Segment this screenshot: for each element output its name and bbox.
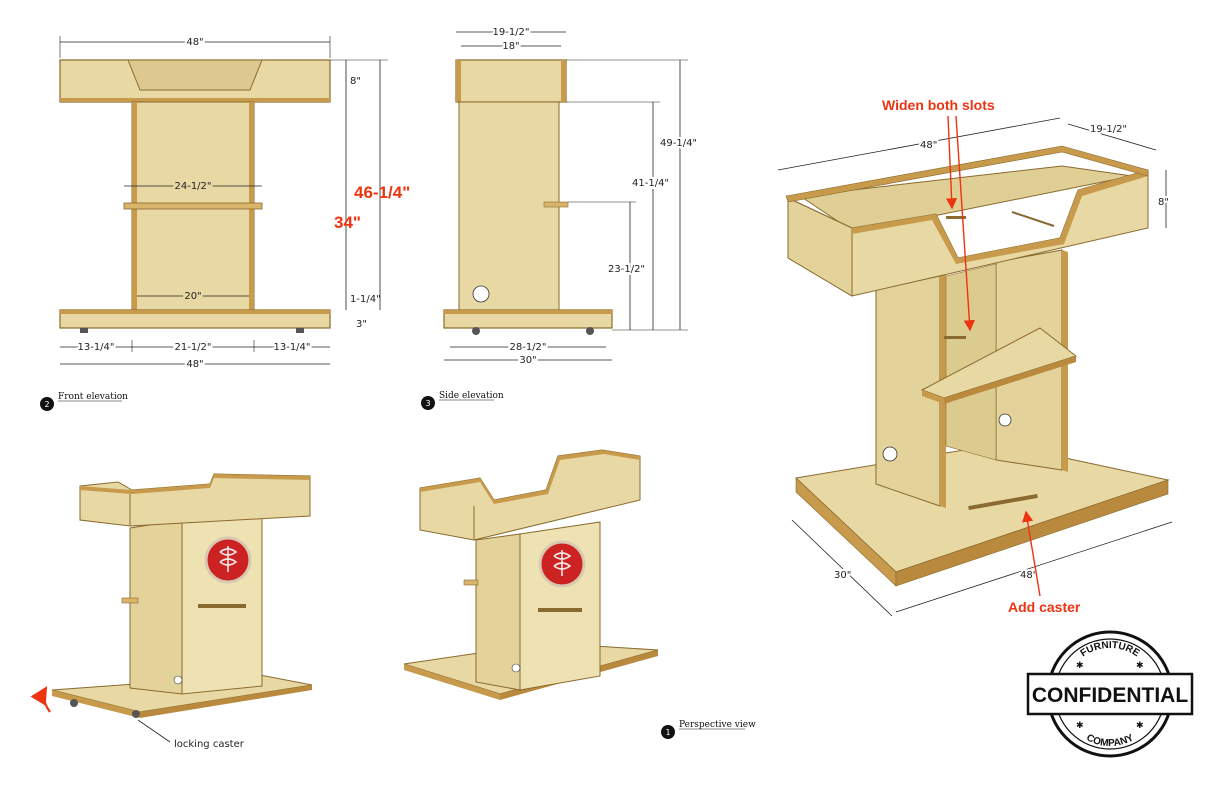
- side-dim-total-height: 49-1/4": [660, 138, 697, 149]
- perspective-left: locking caster: [30, 473, 313, 750]
- stamp-star-icon: ✱: [1136, 661, 1144, 671]
- iso-callout-slots: Widen both slots: [882, 97, 995, 113]
- front-dim-top-height: 8": [350, 76, 361, 87]
- persp-left-top-box: [79, 473, 311, 527]
- side-hole: [472, 285, 490, 303]
- side-dim-shelf-height: 23-1/2": [608, 264, 645, 275]
- stamp-star-icon: ✱: [1076, 721, 1084, 731]
- perspective-center: 1 Perspective view: [403, 449, 756, 739]
- iso-dim-top-depth: 19-1/2": [1090, 124, 1127, 135]
- side-dim-base-depth-inner: 28-1/2": [509, 342, 546, 353]
- iso-callout-caster: Add caster: [1008, 599, 1081, 615]
- front-callout-shelf: 34": [334, 213, 361, 232]
- front-dim-right-offset: 13-1/4": [273, 342, 310, 353]
- side-top-box: [455, 59, 567, 103]
- persp-caption-number: 1: [665, 728, 670, 737]
- front-caption-badge: [40, 397, 54, 411]
- iso-dim-top-width: 48": [920, 140, 937, 151]
- side-dim-inner-depth: 18": [502, 41, 519, 52]
- front-dim-center-width: 21-1/2": [174, 342, 211, 353]
- side-column: [458, 101, 560, 311]
- confidential-stamp: FURNITURE COMPANY CONFIDENTIAL ✱ ✱ ✱ ✱: [1026, 630, 1194, 758]
- front-dim-shelf-width: 24-1/2": [174, 181, 211, 192]
- side-elevation: 19-1/2" 18" 49-1/4" 41-1/4" 23-1/2" 28-1…: [421, 25, 699, 410]
- iso-dim-top-height: 8": [1158, 197, 1169, 208]
- front-top-notch: [127, 59, 263, 91]
- stamp-star-icon: ✱: [1136, 721, 1144, 731]
- iso-dim-base-width: 48": [1020, 570, 1037, 581]
- front-dim-base-thickness: 1-1/4": [350, 294, 381, 305]
- persp-left-column: [129, 519, 183, 695]
- persp-caption: Perspective view: [679, 720, 756, 730]
- front-shelf: [123, 202, 263, 210]
- side-caption-badge: [421, 396, 435, 410]
- front-dim-caster-height: 3": [356, 319, 367, 330]
- front-caption-number: 2: [44, 400, 49, 409]
- front-dim-top-width: 48": [186, 37, 203, 48]
- front-dim-inner-width: 20": [184, 291, 201, 302]
- side-dim-outer-depth: 19-1/2": [492, 27, 529, 38]
- front-dim-left-offset: 13-1/4": [77, 342, 114, 353]
- front-callout-overall: 46-1/4": [354, 183, 410, 202]
- stamp-bottom-text: COMPANY: [1085, 732, 1136, 749]
- side-dim-base-depth: 30": [519, 355, 536, 366]
- iso-dim-base-depth: 30": [834, 570, 851, 581]
- stamp-star-icon: ✱: [1076, 661, 1084, 671]
- front-caption: Front elevation: [58, 392, 128, 402]
- front-dim-base-width: 48": [186, 359, 203, 370]
- side-dim-top-shelf-height: 41-1/4": [632, 178, 669, 189]
- persp-left-caster-label: locking caster: [174, 739, 245, 750]
- stamp-main-text: CONFIDENTIAL: [1032, 684, 1188, 707]
- side-caption: Side elevation: [439, 391, 504, 401]
- side-shelf-stub: [543, 201, 569, 208]
- front-elevation: 48" 8" 24-1/2" 20" 1-1/4" 3" 13-1/4" 21-…: [40, 35, 410, 411]
- persp-caption-badge: [661, 725, 675, 739]
- iso-view: 48" 19-1/2" 8" 30" 48" Widen both slots …: [777, 97, 1173, 617]
- side-caption-number: 3: [425, 399, 430, 408]
